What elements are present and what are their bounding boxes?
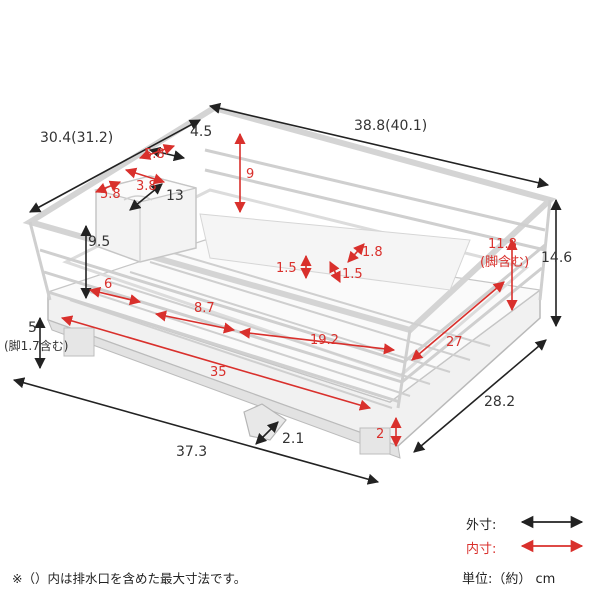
label-cup-top: 5.8 [144,147,165,162]
label-right-height: 11.8 [488,237,517,252]
legend-outer-label: 外寸: [466,518,497,533]
label-right-height-note: (脚含む) [480,254,529,270]
label-rack-6: 6 [104,277,112,292]
footnote: ※（）内は排水口を含めた最大寸法です。 [12,571,247,586]
legend-inner-label: 内寸: [466,542,497,557]
label-slot-15b: 1.5 [342,267,363,282]
unit-label: 単位:（約） cm [462,572,556,587]
label-cup-left: 5.8 [100,187,121,202]
label-tray-depth: 28.2 [484,394,515,410]
label-inner-9: 9 [246,167,254,182]
label-holder-depth: 13 [166,188,184,204]
label-rack-87: 8.7 [194,301,215,316]
label-tray-width: 37.3 [176,444,207,460]
label-slot-15a: 1.5 [276,261,297,276]
label-rack-192: 19.2 [310,333,339,348]
label-width-top: 38.8(40.1) [354,118,427,134]
label-slot-18: 1.8 [362,245,383,260]
inner-dimension-lines [60,132,518,448]
label-cup-mid: 3.8 [136,179,157,194]
label-tray-2: 2 [376,427,384,442]
label-leg-note: (脚1.7含む) [4,338,68,353]
label-rack-35: 35 [210,365,227,380]
label-depth-top: 30.4(31.2) [40,130,113,146]
label-holder-height: 9.5 [88,234,110,250]
label-leg-height: 5 [28,320,37,336]
label-offset-45: 4.5 [190,124,212,140]
outer-dimension-lines [12,102,562,485]
label-height-right: 14.6 [541,250,572,266]
label-rack-27: 27 [446,335,463,350]
label-spout: 2.1 [282,431,304,447]
